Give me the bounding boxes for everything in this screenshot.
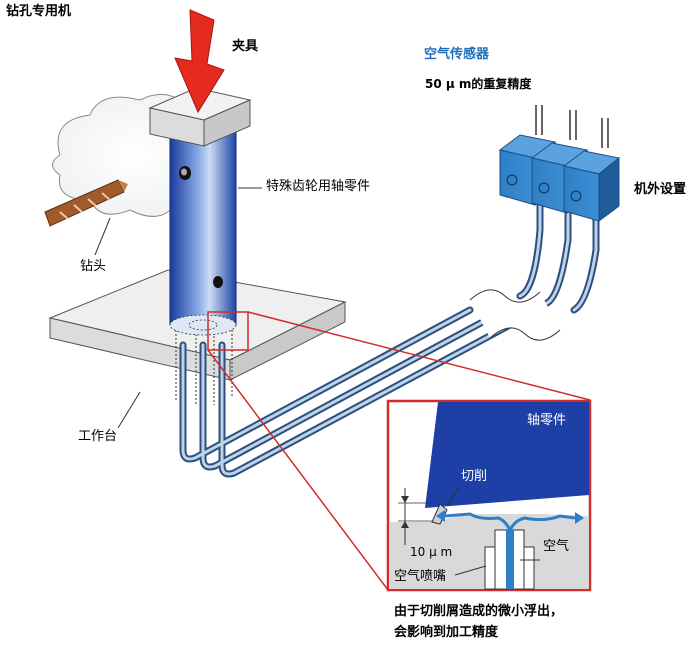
label-workbench: 工作台 <box>78 429 118 444</box>
inset-label-gap: 10 µ m <box>410 545 453 559</box>
label-special-part: 特殊齿轮用轴零件 <box>266 179 371 194</box>
label-precision: 50 µ m的重复精度 <box>425 77 532 91</box>
zoom-lines <box>207 311 591 591</box>
label-drill: 钻头 <box>80 259 107 274</box>
hidden-lines <box>175 322 233 405</box>
label-clamp: 夹具 <box>232 39 259 54</box>
inset-label-air: 空气 <box>543 539 570 554</box>
caption-line-1: 由于切削屑造成的微小浮出， <box>394 604 564 619</box>
air-tubes <box>179 196 600 478</box>
drill-bit <box>44 179 128 227</box>
inset-label-nozzle: 空气喷嘴 <box>394 569 447 584</box>
diagram-title: 钻孔专用机 <box>6 4 72 19</box>
air-sensors <box>498 105 621 222</box>
shaft-part <box>169 125 237 336</box>
clamp-arrow <box>174 9 225 114</box>
tube-break-symbol <box>469 289 561 341</box>
leader-lines <box>94 187 262 429</box>
inset-detail <box>386 399 592 592</box>
inset-label-cutting: 切削 <box>461 469 488 484</box>
label-air-sensor: 空气传感器 <box>424 47 490 62</box>
inset-label-shaft-part: 轴零件 <box>527 413 567 428</box>
label-external-install: 机外设置 <box>634 182 687 197</box>
caption-line-2: 会影响到加工精度 <box>394 625 499 640</box>
